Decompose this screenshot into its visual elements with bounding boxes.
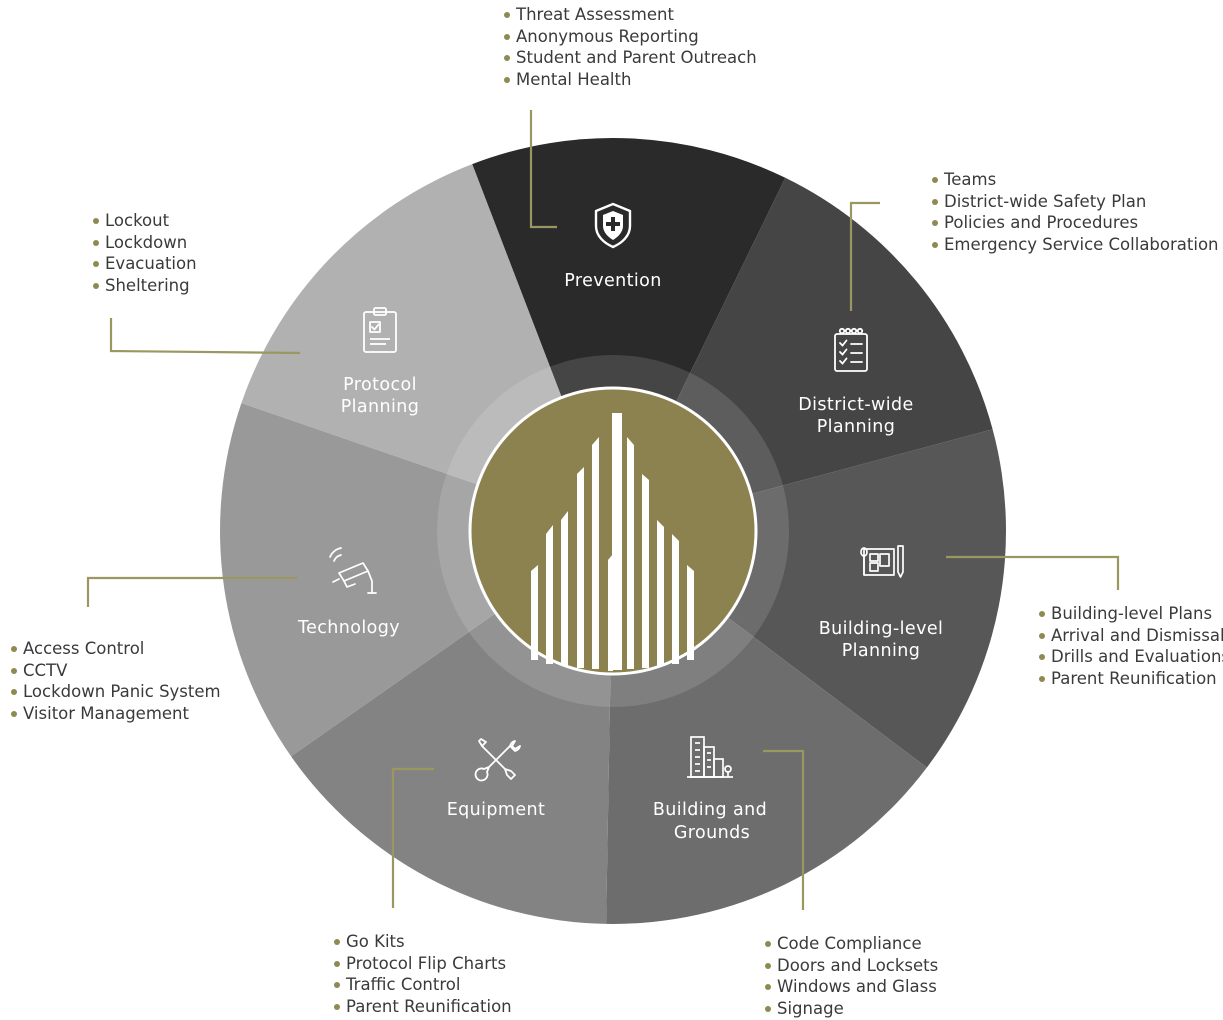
callout-item: Threat Assessment bbox=[503, 4, 757, 26]
callout-item: Parent Reunification bbox=[1038, 668, 1223, 690]
callout-list-district: Teams District-wide Safety Plan Policies… bbox=[931, 169, 1219, 255]
leader-lines bbox=[86, 110, 1120, 910]
callout-list-technology: Access Control CCTV Lockdown Panic Syste… bbox=[10, 638, 221, 724]
callout-item: Evacuation bbox=[92, 253, 197, 275]
callout-item: Building-level Plans bbox=[1038, 603, 1223, 625]
callout-item: Lockdown Panic System bbox=[10, 681, 221, 703]
callout-item: Visitor Management bbox=[10, 703, 221, 725]
segment-label-building-grounds-line2: Grounds bbox=[674, 823, 750, 843]
clipboard-icon bbox=[363, 307, 397, 353]
segment-label-protocol-line2: Planning bbox=[341, 397, 420, 417]
callout-list-equipment: Go Kits Protocol Flip Charts Traffic Con… bbox=[333, 931, 512, 1017]
callout-item: Code Compliance bbox=[764, 933, 938, 955]
leader-line-equipment bbox=[391, 767, 434, 908]
callout-list-building-level: Building-level Plans Arrival and Dismiss… bbox=[1038, 603, 1223, 689]
callout-item: Signage bbox=[764, 998, 938, 1020]
segment-label-technology: Technology bbox=[297, 618, 400, 638]
buildings-icon bbox=[687, 736, 733, 778]
callout-item: Windows and Glass bbox=[764, 976, 938, 998]
tools-icon bbox=[474, 738, 521, 782]
leader-line-prevention bbox=[529, 110, 557, 229]
segment-label-building-level-line2: Planning bbox=[842, 641, 921, 661]
callout-list-prevention: Threat Assessment Anonymous Reporting St… bbox=[503, 4, 757, 90]
callout-item: Traffic Control bbox=[333, 974, 512, 996]
callout-item: Access Control bbox=[10, 638, 221, 660]
callout-item: Drills and Evaluations bbox=[1038, 646, 1223, 668]
callout-list-protocol: Lockout Lockdown Evacuation Sheltering bbox=[92, 210, 197, 296]
leader-line-technology bbox=[86, 576, 297, 607]
callout-item: District-wide Safety Plan bbox=[931, 191, 1219, 213]
segment-label-district-line2: Planning bbox=[817, 417, 896, 437]
callout-item: Go Kits bbox=[333, 931, 512, 953]
callout-item: Emergency Service Collaboration bbox=[931, 234, 1219, 256]
segment-prevention bbox=[472, 138, 786, 531]
callout-item: Arrival and Dismissal bbox=[1038, 625, 1223, 647]
callout-item: Mental Health bbox=[503, 69, 757, 91]
leader-line-building-grounds bbox=[763, 749, 805, 910]
callout-item: Sheltering bbox=[92, 275, 197, 297]
callout-item: Anonymous Reporting bbox=[503, 26, 757, 48]
callout-item: Policies and Procedures bbox=[931, 212, 1219, 234]
callout-item: CCTV bbox=[10, 660, 221, 682]
segment-technology bbox=[220, 403, 613, 757]
checklist-notepad-icon bbox=[834, 327, 868, 372]
skyline-logo-icon bbox=[531, 413, 694, 671]
callout-item: Lockout bbox=[92, 210, 197, 232]
segment-label-building-level-line1: Building-level bbox=[819, 619, 944, 639]
shield-plus-icon bbox=[594, 202, 632, 249]
segment-label-district-line1: District-wide bbox=[798, 395, 913, 415]
callout-item: Doors and Locksets bbox=[764, 955, 938, 977]
leader-line-district bbox=[849, 201, 880, 311]
segment-label-protocol-line1: Protocol bbox=[343, 375, 417, 395]
leader-line-building-level bbox=[946, 555, 1120, 590]
callout-item: Parent Reunification bbox=[333, 996, 512, 1018]
callout-item: Teams bbox=[931, 169, 1219, 191]
segment-label-equipment: Equipment bbox=[447, 800, 546, 820]
callout-item: Student and Parent Outreach bbox=[503, 47, 757, 69]
leader-line-protocol bbox=[109, 318, 301, 355]
callout-item: Protocol Flip Charts bbox=[333, 953, 512, 975]
security-camera-icon bbox=[329, 547, 377, 594]
callout-list-building-grounds: Code Compliance Doors and Locksets Windo… bbox=[764, 933, 938, 1019]
segment-label-prevention: Prevention bbox=[564, 271, 662, 291]
segment-label-building-grounds-line1: Building and bbox=[653, 800, 767, 820]
callout-item: Lockdown bbox=[92, 232, 197, 254]
blueprint-icon bbox=[860, 545, 904, 578]
